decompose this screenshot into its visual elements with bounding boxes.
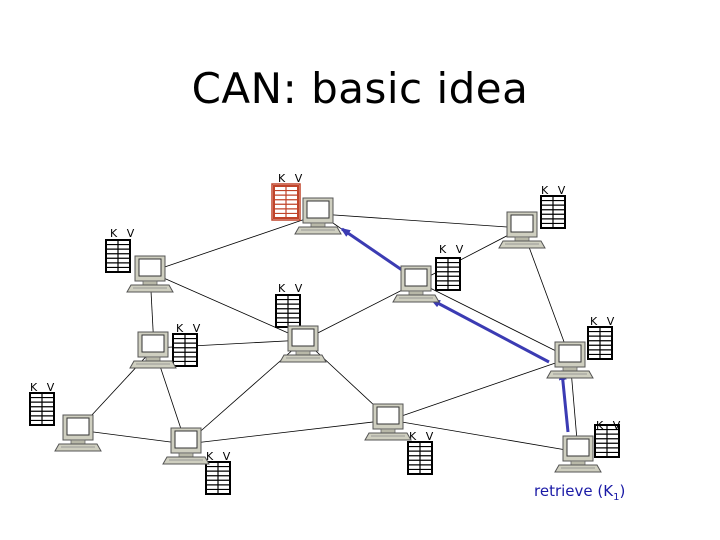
caption-close: ) — [619, 482, 626, 500]
node-n9: K V — [364, 403, 436, 475]
computer-icon — [498, 211, 546, 249]
kv-label: K V — [439, 243, 466, 256]
route-arrow-2 — [430, 298, 550, 364]
route-arrow-3 — [340, 227, 403, 272]
computer-icon — [54, 414, 102, 452]
kv-label: K V — [541, 184, 568, 197]
kv-table-icon — [271, 183, 301, 221]
kv-table-icon — [105, 239, 131, 273]
computer-icon — [546, 341, 594, 379]
kv-label: K V — [596, 419, 623, 432]
node-n4: K V — [392, 243, 466, 303]
kv-label: K V — [409, 430, 436, 443]
caption-text: retrieve (K — [534, 482, 614, 500]
kv-table-icon — [594, 424, 620, 458]
network-link-n3-n5 — [149, 271, 305, 341]
computer-icon — [162, 427, 210, 465]
slide-title: CAN: basic idea — [191, 64, 529, 113]
computer-icon — [126, 255, 174, 293]
kv-label: K V — [590, 315, 617, 328]
computer-icon — [392, 265, 440, 303]
network-nodes: K V K V K V K V K V K V K V K V K V K V K V — [29, 172, 623, 495]
network-link-n9-n11 — [389, 419, 579, 453]
kv-label: K V — [278, 172, 305, 185]
route-arrow-1 — [558, 370, 570, 433]
node-n2: K V — [498, 184, 568, 249]
network-link-n1-n2 — [319, 213, 523, 229]
kv-table-icon — [172, 333, 198, 367]
computer-icon — [279, 325, 327, 363]
node-n8: K V — [546, 315, 617, 379]
node-n10: K V — [162, 427, 233, 495]
network-link-n1-n3 — [149, 213, 321, 273]
caption-subscript: 1 — [613, 492, 620, 503]
computer-icon — [364, 403, 412, 441]
computer-icon — [129, 331, 177, 369]
node-n3: K V — [105, 227, 174, 293]
retrieve-caption: retrieve (K1) — [534, 482, 625, 503]
kv-table-icon — [435, 257, 461, 291]
kv-table-icon — [205, 461, 231, 495]
network-link-n2-n4 — [417, 227, 523, 283]
kv-label: K V — [278, 282, 305, 295]
node-n6: K V — [129, 322, 203, 369]
kv-label: K V — [110, 227, 137, 240]
kv-table-icon — [587, 326, 613, 360]
lookup-route — [340, 227, 570, 433]
computer-icon — [554, 435, 602, 473]
node-n5: K V — [275, 282, 327, 363]
kv-table-icon — [29, 392, 55, 426]
computer-icon — [294, 197, 342, 235]
network-link-n4-n8 — [417, 281, 571, 359]
network-link-n4-n5 — [303, 281, 419, 341]
node-n1: K V — [271, 172, 342, 235]
kv-table-icon — [540, 195, 566, 229]
kv-table-icon — [275, 294, 301, 328]
kv-label: K V — [176, 322, 203, 335]
network-link-n9-n8 — [389, 357, 571, 421]
kv-label: K V — [30, 381, 57, 394]
network-link-n9-n10 — [185, 419, 391, 445]
kv-table-icon — [407, 441, 433, 475]
node-n11: K V — [554, 419, 623, 473]
node-n7: K V — [29, 381, 102, 452]
network-link-n2-n8 — [521, 227, 571, 359]
network-link-n7-n10 — [77, 429, 187, 445]
kv-label: K V — [206, 450, 233, 463]
